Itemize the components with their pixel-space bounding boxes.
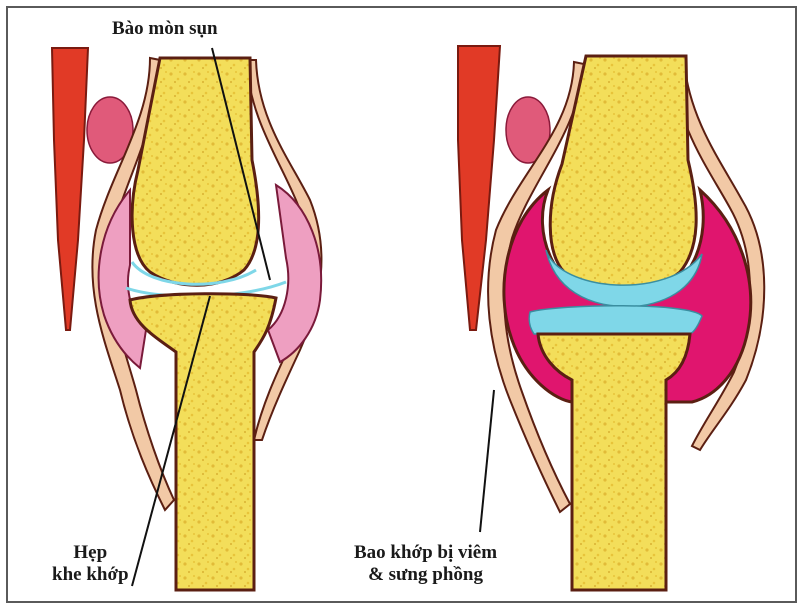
label-joint-space-narrowing-line1: Hẹp — [52, 542, 129, 564]
right-leader-capsule — [480, 390, 494, 532]
label-cartilage-wear: Bào mòn sụn — [112, 18, 218, 40]
right-knee-diagram — [458, 46, 764, 590]
label-joint-space-narrowing-line2: khe khớp — [52, 564, 129, 586]
right-tibia — [538, 334, 690, 590]
left-muscle — [52, 48, 88, 330]
label-inflamed-capsule-line1: Bao khớp bị viêm — [354, 542, 497, 564]
label-inflamed-capsule: Bao khớp bị viêm & sưng phồng — [354, 542, 497, 586]
label-inflamed-capsule-line2: & sưng phồng — [354, 564, 497, 586]
label-joint-space-narrowing: Hẹp khe khớp — [52, 542, 129, 586]
left-knee-diagram — [52, 48, 321, 590]
right-cartilage-tibia — [529, 306, 702, 334]
